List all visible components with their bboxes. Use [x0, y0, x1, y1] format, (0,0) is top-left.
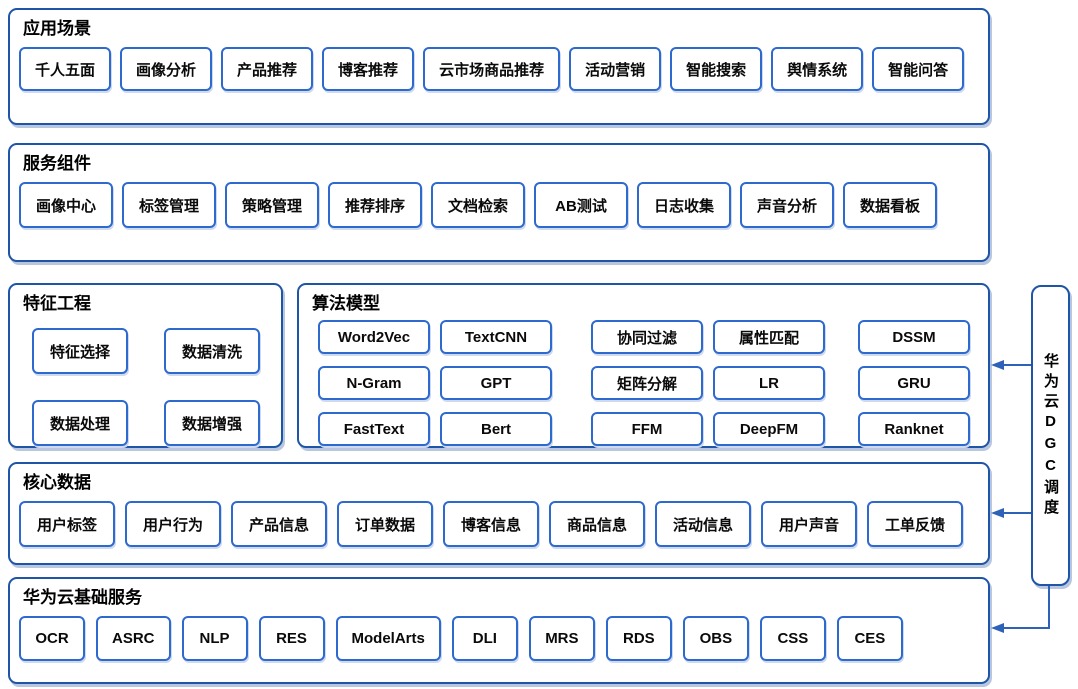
section-app-scenarios: 应用场景 千人五面画像分析产品推荐博客推荐云市场商品推荐活动营销智能搜索舆情系统…: [8, 8, 990, 125]
chip-产品信息: 产品信息: [231, 501, 327, 547]
chip-数据看板: 数据看板: [843, 182, 937, 228]
section-title-cloud-base-services: 华为云基础服务: [23, 588, 142, 607]
chip-FastText: FastText: [318, 412, 430, 446]
dgc-scheduler-label: 华为云DGC调度: [1042, 352, 1059, 519]
chip-ASRC: ASRC: [96, 616, 171, 661]
chip-特征选择: 特征选择: [32, 328, 128, 374]
chip-数据处理: 数据处理: [32, 400, 128, 446]
chip-舆情系统: 舆情系统: [771, 47, 864, 91]
section-title-app-scenarios: 应用场景: [23, 19, 91, 38]
chip-OBS: OBS: [682, 616, 749, 661]
feature-engineering-grid: 特征选择数据清洗数据处理数据增强: [10, 314, 281, 446]
chip-FFM: FFM: [591, 412, 703, 446]
section-algorithm-models: 算法模型 Word2Vec TextCNN 协同过滤属性匹配 DSSM N-Gram G…: [297, 283, 990, 448]
chip-矩阵分解: 矩阵分解: [591, 366, 703, 400]
chip-RDS: RDS: [605, 616, 672, 661]
algorithm-models-row-2: N-Gram GPT 矩阵分解 LR GRU: [318, 366, 988, 400]
chip-智能搜索: 智能搜索: [670, 47, 763, 91]
chip-声音分析: 声音分析: [740, 182, 834, 228]
chip-DLI: DLI: [451, 616, 518, 661]
chip-OCR: OCR: [19, 616, 85, 661]
arrow-line-to-base-services: [1003, 627, 1050, 629]
chip-活动信息: 活动信息: [655, 501, 751, 547]
chip-千人五面: 千人五面: [19, 47, 112, 91]
chip-用户标签: 用户标签: [19, 501, 115, 547]
section-title-service-components: 服务组件: [23, 154, 91, 173]
arrow-line-to-core-data: [1003, 512, 1031, 514]
chip-策略管理: 策略管理: [225, 182, 319, 228]
chip-DSSM: DSSM: [858, 320, 970, 354]
chip-LR: LR: [713, 366, 825, 400]
chip-GRU: GRU: [858, 366, 970, 400]
section-title-core-data: 核心数据: [23, 473, 91, 492]
arrow-line-to-algorithm-models: [1003, 364, 1031, 366]
chip-画像分析: 画像分析: [120, 47, 213, 91]
arrow-head-to-base-services: [991, 623, 1004, 633]
chip-云市场商品推荐: 云市场商品推荐: [423, 47, 561, 91]
chip-AB测试: AB测试: [534, 182, 628, 228]
chip-NLP: NLP: [181, 616, 248, 661]
app-scenarios-chip-row: 千人五面画像分析产品推荐博客推荐云市场商品推荐活动营销智能搜索舆情系统智能问答: [10, 39, 988, 91]
chip-DeepFM: DeepFM: [713, 412, 825, 446]
chip-文档检索: 文档检索: [431, 182, 525, 228]
chip-智能问答: 智能问答: [872, 47, 965, 91]
chip-CES: CES: [836, 616, 903, 661]
chip-RES: RES: [258, 616, 325, 661]
arrow-elbow-vertical: [1048, 586, 1050, 629]
chip-N-Gram: N-Gram: [318, 366, 430, 400]
arrow-head-to-algorithm-models: [991, 360, 1004, 370]
chip-Bert: Bert: [440, 412, 552, 446]
chip-TextCNN: TextCNN: [440, 320, 552, 354]
chip-订单数据: 订单数据: [337, 501, 433, 547]
chip-产品推荐: 产品推荐: [221, 47, 314, 91]
section-title-algorithm-models: 算法模型: [312, 294, 380, 313]
core-data-chip-row: 用户标签用户行为产品信息订单数据博客信息商品信息活动信息用户声音工单反馈: [10, 493, 988, 547]
algorithm-models-rows: Word2Vec TextCNN 协同过滤属性匹配 DSSM N-Gram GPT 矩阵分…: [299, 314, 988, 446]
chip-用户声音: 用户声音: [761, 501, 857, 547]
dgc-scheduler-bar: 华为云DGC调度: [1031, 285, 1070, 586]
chip-推荐排序: 推荐排序: [328, 182, 422, 228]
chip-CSS: CSS: [759, 616, 826, 661]
chip-属性匹配: 属性匹配: [713, 320, 825, 354]
chip-Ranknet: Ranknet: [858, 412, 970, 446]
chip-日志收集: 日志收集: [637, 182, 731, 228]
chip-活动营销: 活动营销: [569, 47, 662, 91]
algorithm-models-row-3: FastText Bert FFM DeepFM Ranknet: [318, 412, 988, 446]
chip-Word2Vec: Word2Vec: [318, 320, 430, 354]
chip-博客信息: 博客信息: [443, 501, 539, 547]
chip-工单反馈: 工单反馈: [867, 501, 963, 547]
chip-商品信息: 商品信息: [549, 501, 645, 547]
section-core-data: 核心数据 用户标签用户行为产品信息订单数据博客信息商品信息活动信息用户声音工单反…: [8, 462, 990, 565]
arrow-head-to-core-data: [991, 508, 1004, 518]
chip-用户行为: 用户行为: [125, 501, 221, 547]
chip-数据增强: 数据增强: [164, 400, 260, 446]
algorithm-models-row-1: Word2Vec TextCNN 协同过滤属性匹配 DSSM: [318, 320, 988, 354]
chip-MRS: MRS: [528, 616, 595, 661]
chip-ModelArts: ModelArts: [335, 616, 441, 661]
chip-标签管理: 标签管理: [122, 182, 216, 228]
chip-数据清洗: 数据清洗: [164, 328, 260, 374]
section-feature-engineering: 特征工程 特征选择数据清洗数据处理数据增强: [8, 283, 283, 448]
chip-协同过滤: 协同过滤: [591, 320, 703, 354]
section-title-feature-engineering: 特征工程: [23, 294, 91, 313]
chip-GPT: GPT: [440, 366, 552, 400]
chip-博客推荐: 博客推荐: [322, 47, 415, 91]
chip-画像中心: 画像中心: [19, 182, 113, 228]
